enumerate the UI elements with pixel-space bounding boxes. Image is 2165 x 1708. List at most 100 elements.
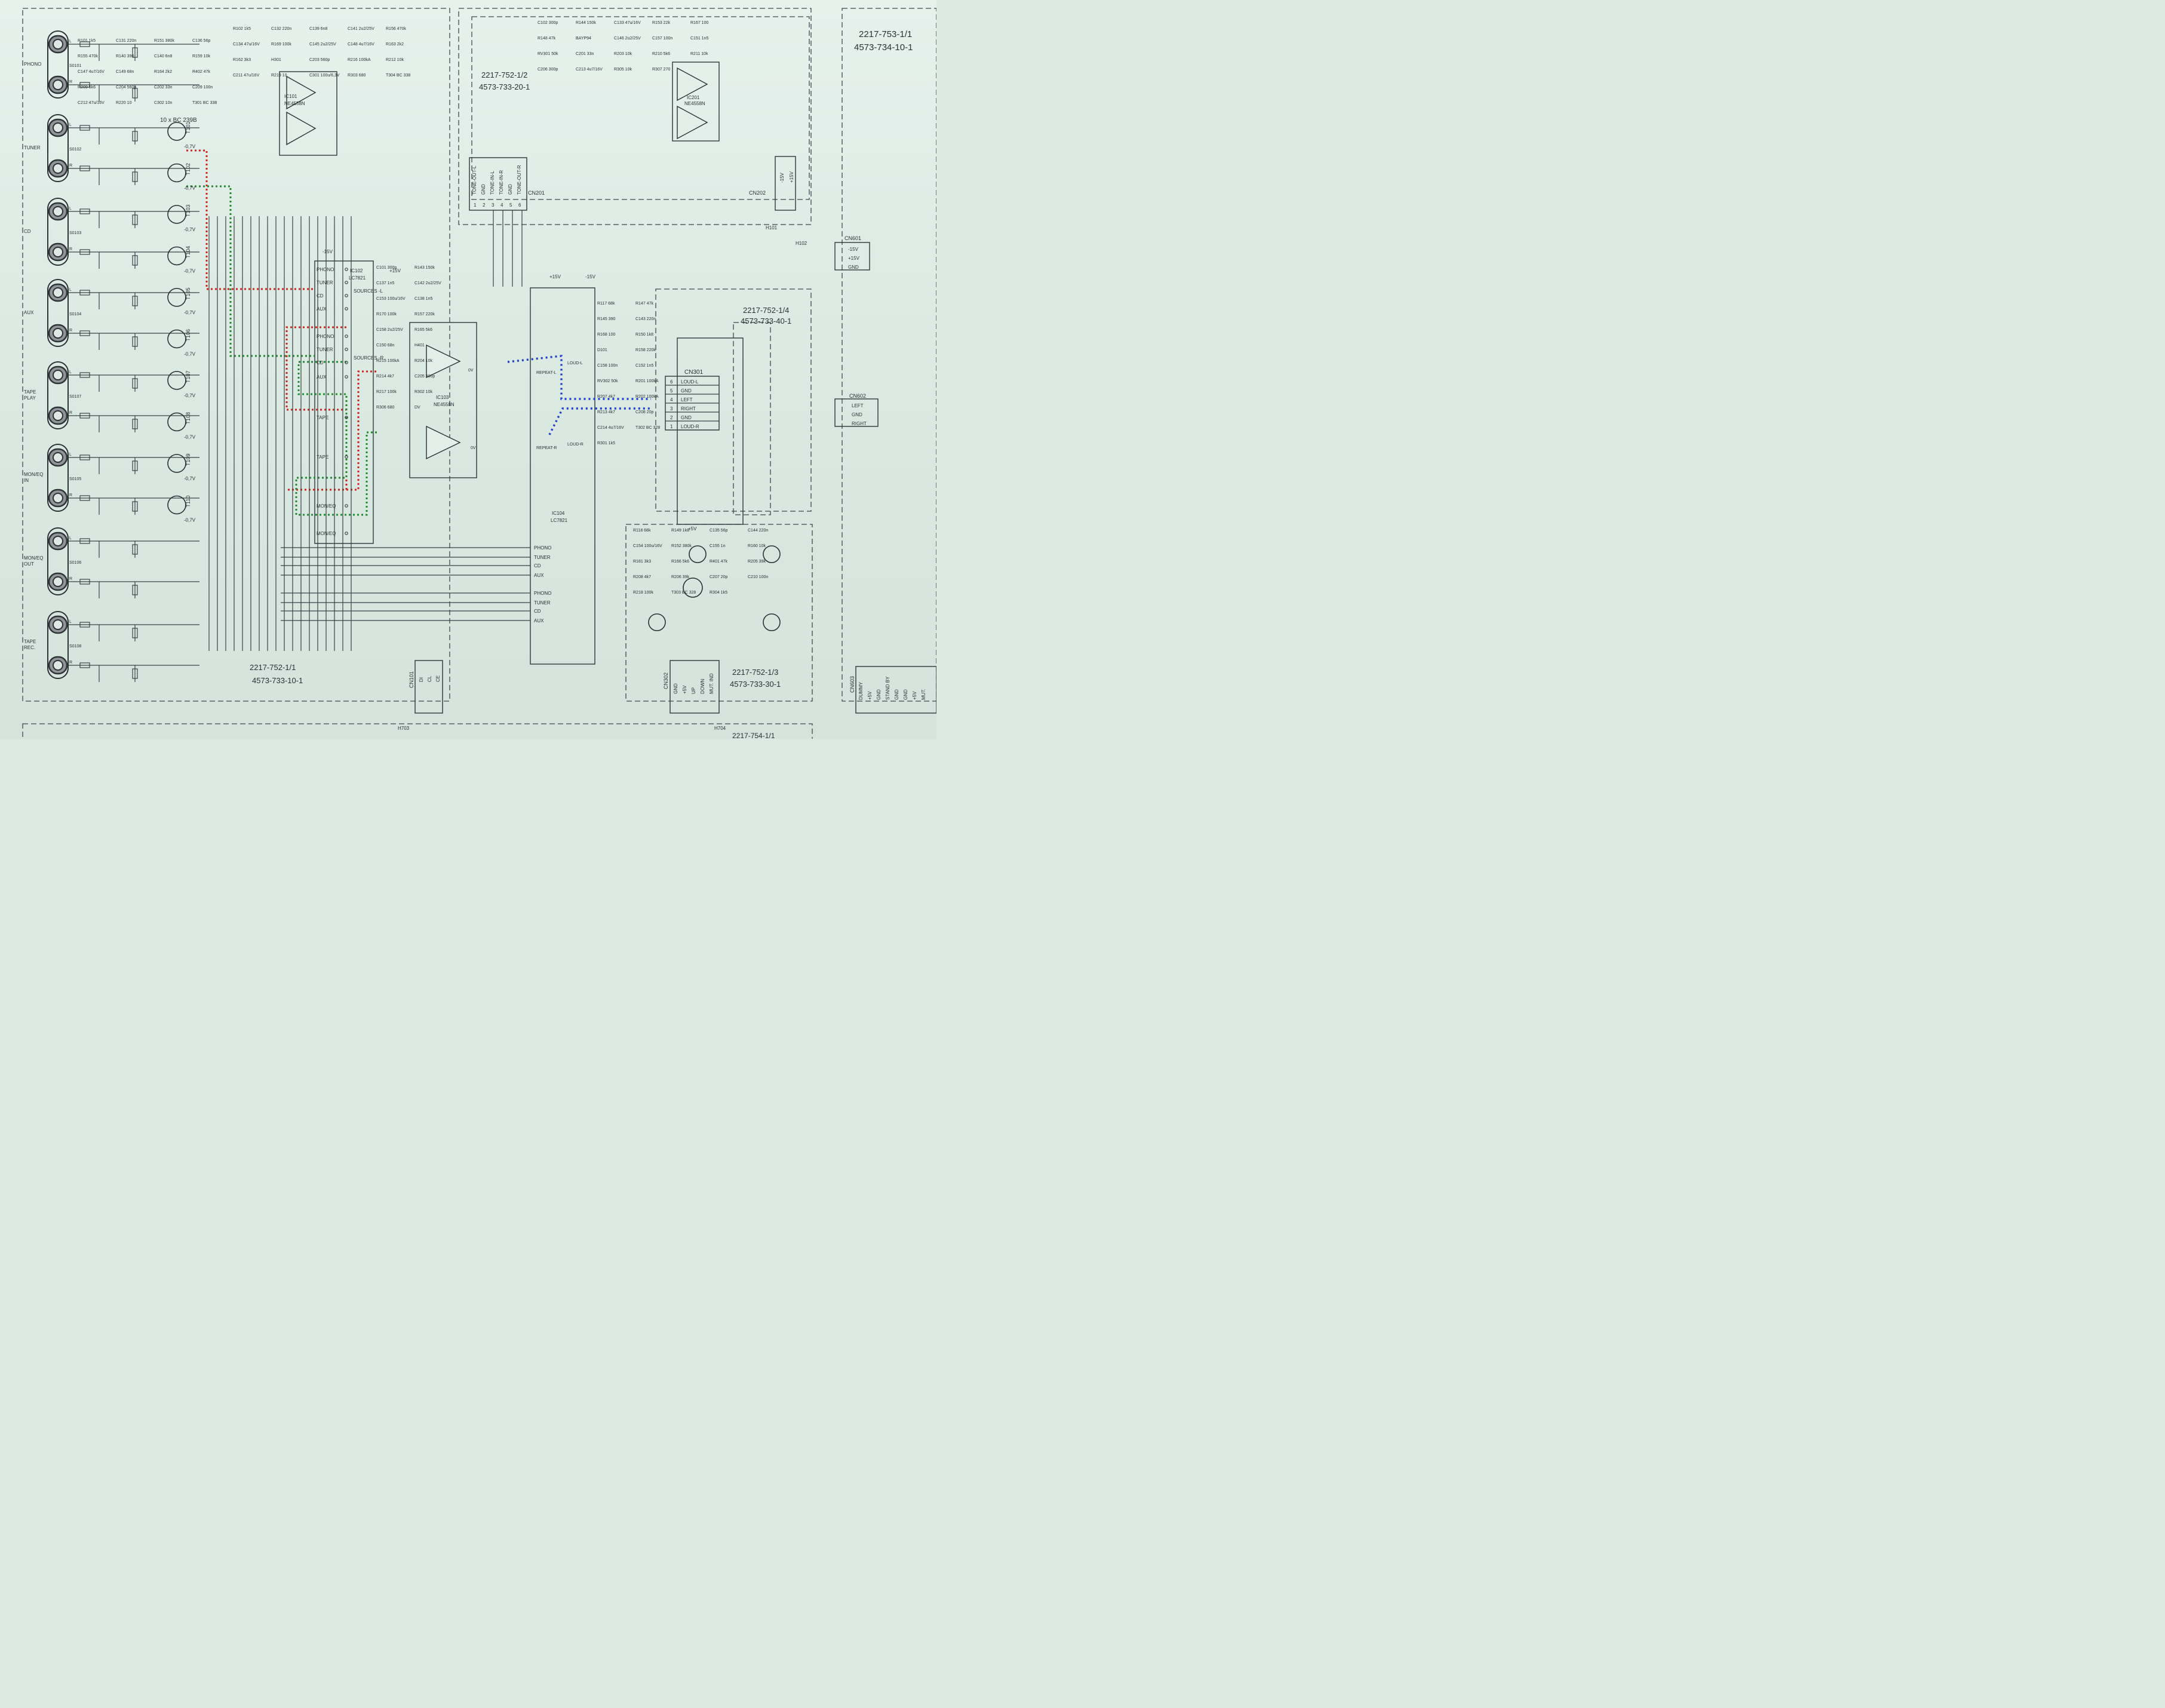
component-label: R213 4k7 [597, 410, 615, 414]
resistor-symbol [79, 662, 90, 668]
board-outline-1-1 [22, 8, 450, 702]
input-name: CD [24, 229, 31, 234]
input-name: PLAY [24, 395, 36, 401]
component-label: R162 3k3 [233, 58, 251, 62]
resistor-symbol [79, 125, 90, 131]
resistor-symbol [132, 419, 138, 429]
component-label: C131 220n [116, 39, 136, 43]
title-tone-board-line2: 4573-733-20-1 [479, 82, 530, 91]
transistor-symbol [167, 412, 186, 432]
cn101-ref: CN101 [409, 671, 414, 688]
resistor-symbol [79, 82, 90, 88]
socket-ref: S0108 [69, 644, 81, 649]
transistor-ref: T106 [185, 329, 191, 342]
cn302-pin-label: GND [673, 683, 678, 694]
input-name: OUT [24, 561, 34, 567]
cn601-ref: CN601 [844, 235, 861, 241]
resistor-symbol [79, 538, 90, 544]
component-label: C211 47u/16V [233, 73, 260, 78]
title-indicator-board-line2: 4573-733-30-1 [730, 680, 781, 689]
component-label: R301 1k5 [597, 441, 615, 446]
cn603-pin-label: GND [903, 689, 908, 700]
component-label: R218 100k [633, 591, 653, 595]
channel-label: L [69, 453, 72, 457]
tuner-left-trace [186, 149, 315, 290]
cn302-pin-label: +5V [682, 685, 687, 694]
emitter-voltage: -0,7V [184, 393, 196, 398]
component-label: R169 100k [271, 42, 291, 47]
cn301-pin-label: LOUD-L [681, 379, 699, 385]
resistor-symbol [79, 208, 90, 214]
transistor-ref: T102 [185, 163, 191, 176]
ic201-part: NE4558N [684, 101, 705, 106]
ic101-opamp-b [286, 111, 317, 146]
cn301-pin-label: RIGHT [681, 406, 696, 411]
component-label: R148 47k [538, 36, 555, 41]
switch-contact [345, 532, 348, 535]
jack-housing [47, 198, 69, 266]
rail-label: +15V [549, 274, 561, 279]
ic103-opamp-b [426, 425, 461, 460]
ic102-ref: IC102 [350, 268, 363, 274]
switch-contact [345, 455, 348, 459]
rail-label: 0V [471, 446, 476, 450]
resistor-symbol [132, 628, 138, 638]
component-label: R166 5k6 [671, 560, 689, 564]
title-bottom-board: 2217-754-1/1 [732, 732, 775, 739]
channel-label: R [69, 328, 72, 333]
cn202-pin-label: +15V [789, 171, 794, 183]
component-label: R143 150k [414, 266, 435, 270]
jack-contact [53, 493, 63, 503]
emitter-voltage: -0,7V [184, 227, 196, 232]
input-name: AUX [24, 310, 34, 315]
cn301-pin-num: 4 [670, 397, 673, 403]
socket-ref: S0107 [69, 395, 81, 399]
channel-label: L [69, 370, 72, 374]
channel-label: R [69, 247, 72, 251]
channel-label: L [69, 207, 72, 211]
rail-label: +15V [389, 268, 401, 274]
header-ref: H703 [398, 726, 410, 731]
jack-contact [53, 287, 63, 298]
sources-r-label: SOURCES -R [354, 355, 383, 361]
component-label: R101 1k5 [78, 39, 96, 43]
title-right-board-line1: 2217-753-1/1 [859, 29, 912, 39]
component-label: C135 56p [710, 529, 727, 533]
transistor-ref: T109 [185, 453, 191, 466]
component-label: C145 2u2/25V [309, 42, 336, 47]
component-label: C151 1n5 [690, 36, 708, 41]
component-label: C209 100n [192, 85, 213, 90]
resistor-symbol [132, 501, 138, 512]
component-label: C139 6n8 [309, 27, 327, 31]
cn602-body [834, 398, 879, 427]
component-label: R167 100 [690, 21, 708, 25]
component-label: R304 1k5 [710, 591, 727, 595]
component-label: C143 220n [635, 317, 656, 321]
cn601-body [834, 242, 870, 271]
cn201-pin-label: TONE-OUT-R [517, 165, 522, 195]
component-label: C141 2u2/25V [348, 27, 374, 31]
jack-contact [53, 452, 63, 463]
component-label: R170 100k [376, 312, 397, 317]
cn301-pin-num: 1 [670, 424, 673, 429]
component-label: R163 2k2 [386, 42, 404, 47]
transistor-symbol [167, 246, 186, 266]
ic104-pin-label: AUX [534, 573, 544, 578]
jack-contact [53, 122, 63, 133]
component-label: R401 47k [710, 560, 727, 564]
component-label: C102 300p [538, 21, 558, 25]
emitter-voltage: -0,7V [184, 518, 196, 523]
repeat-l-label: REPEAT-L [536, 371, 556, 375]
switch-contact [345, 416, 348, 419]
ic102-part: LC7821 [349, 275, 366, 281]
cn603-pin-label: +5V [867, 691, 873, 700]
component-label: R144 150k [576, 21, 596, 25]
header-ref: H101 [766, 225, 778, 231]
component-label: R210 5k6 [652, 52, 670, 56]
cn201-pin-num: 1 [474, 202, 477, 208]
component-label: C154 100u/16V [633, 544, 662, 548]
component-label: R204 10k [414, 359, 432, 363]
ic104-pin-label: PHONO [534, 591, 551, 596]
cn602-pin-label: LEFT [852, 403, 864, 408]
